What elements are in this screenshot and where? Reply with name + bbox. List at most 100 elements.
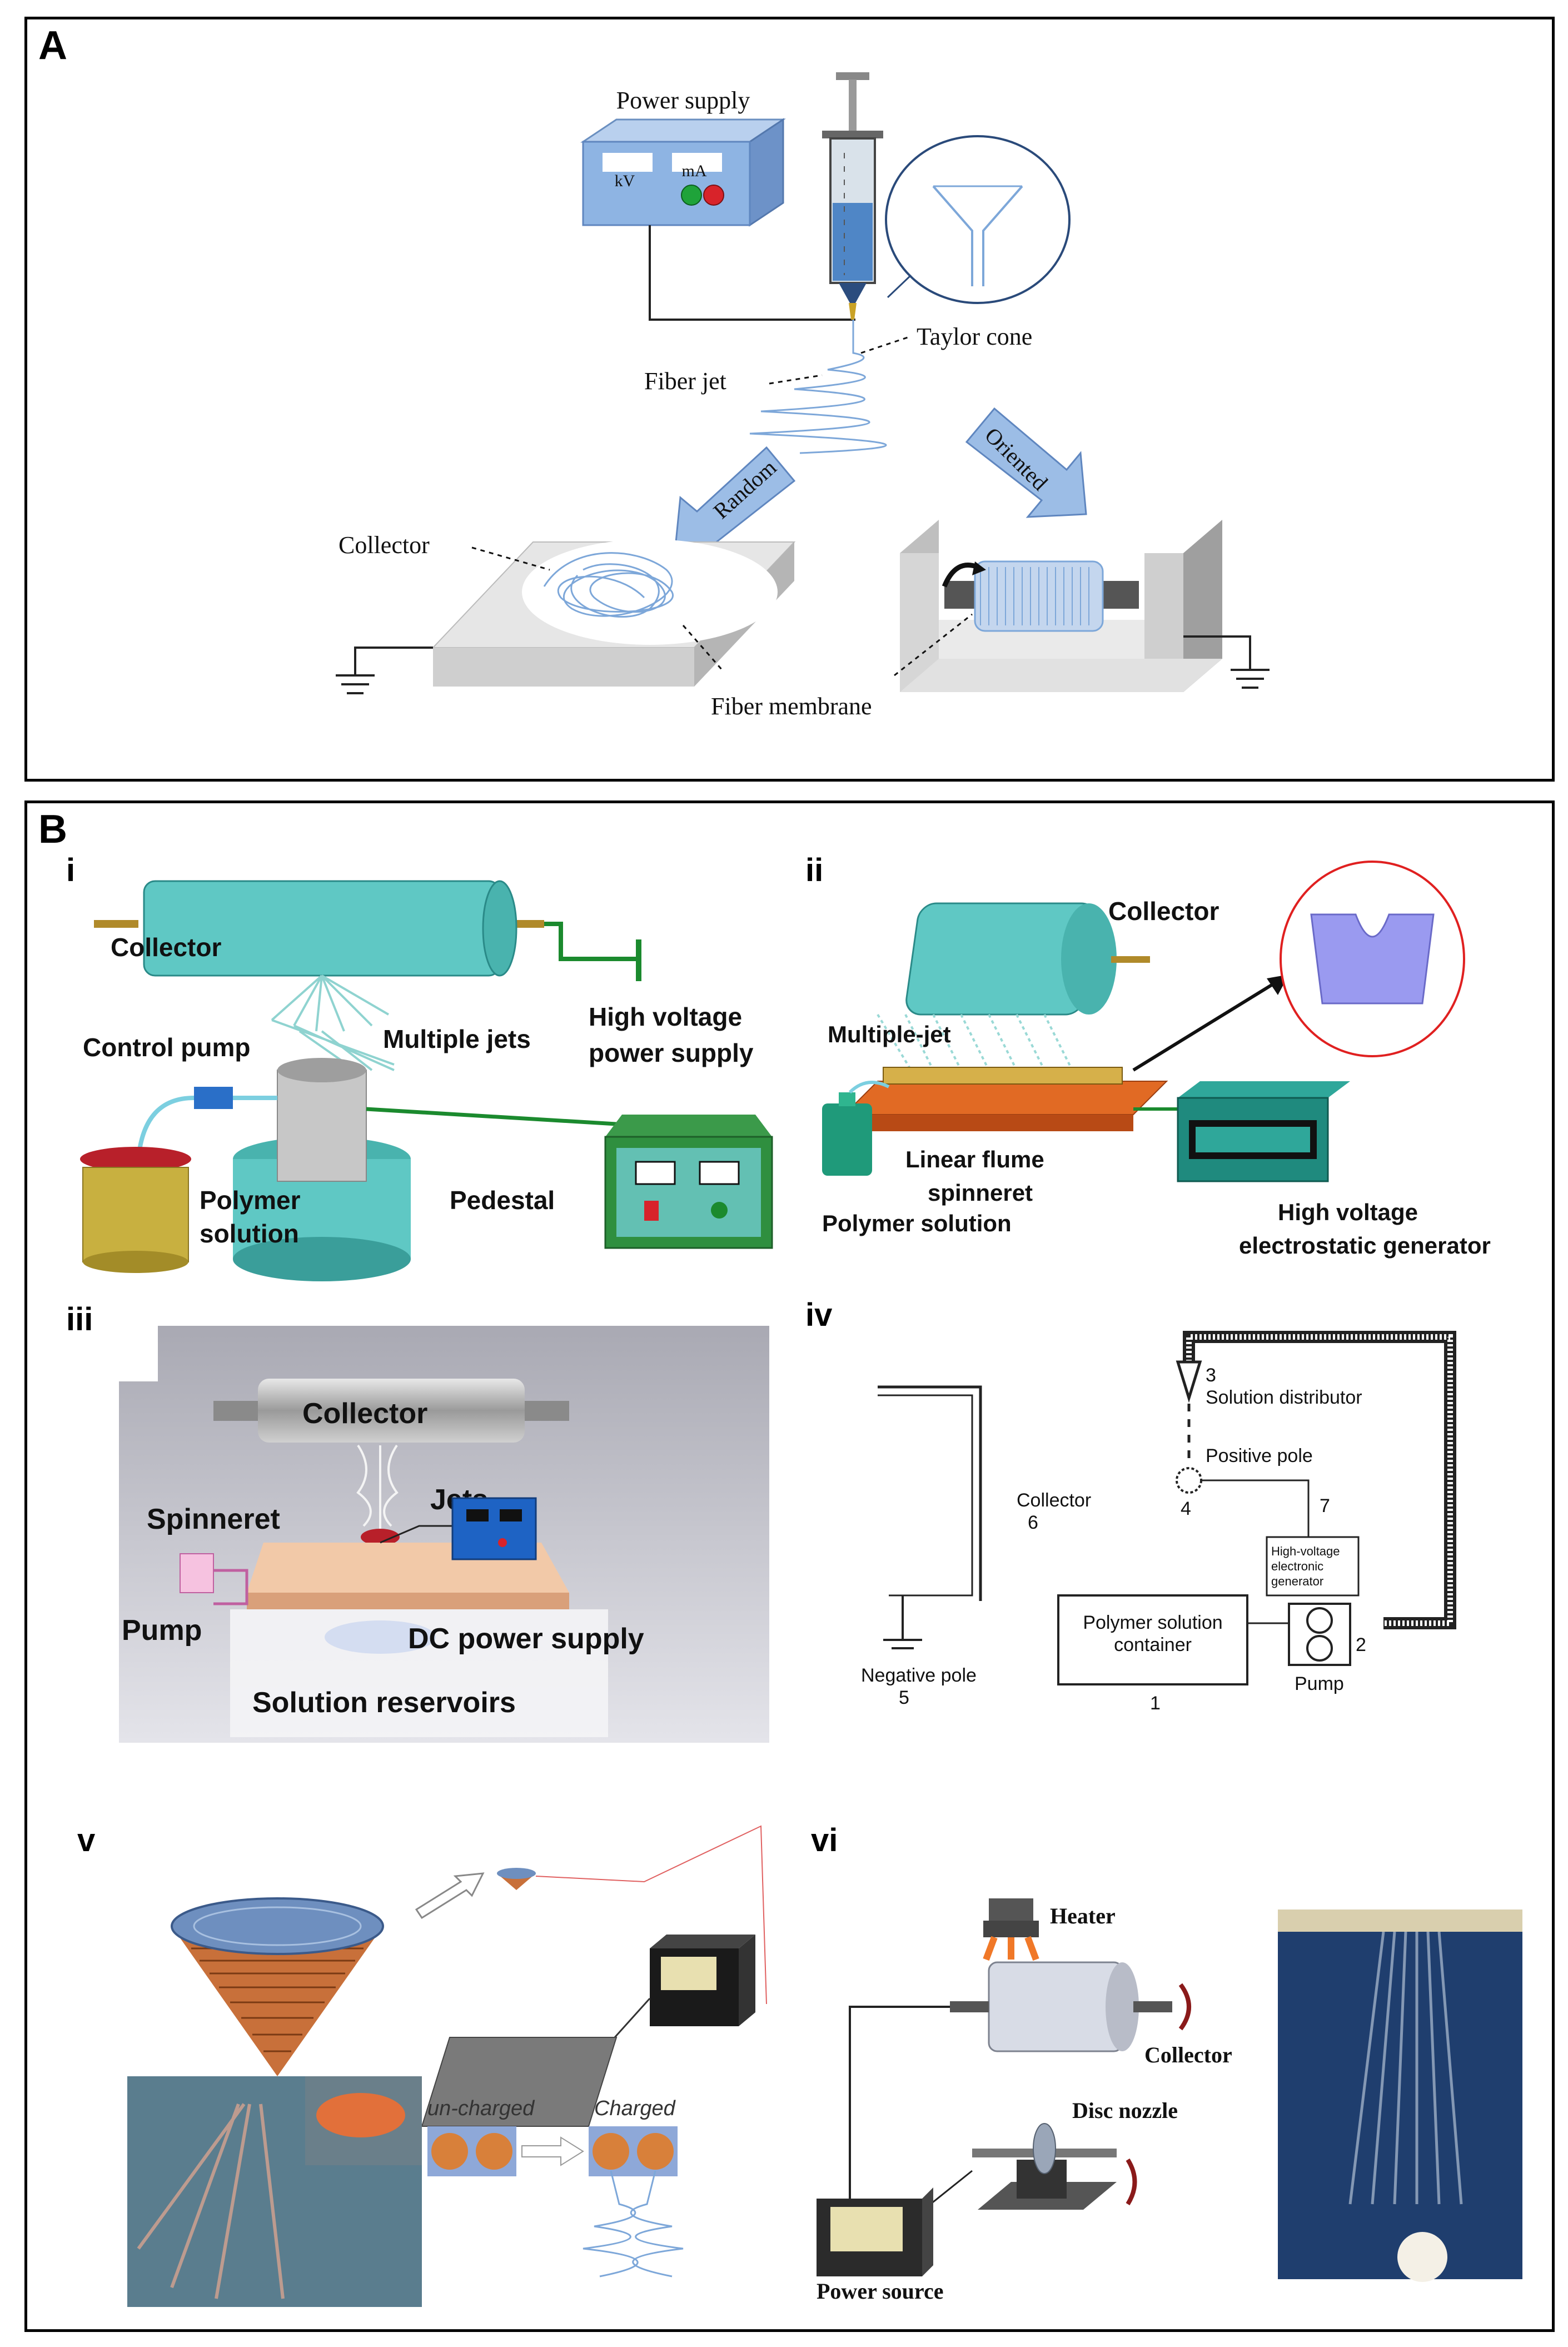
wire-vi — [849, 2006, 950, 2226]
negative-pole-label-iv: Negative pole — [861, 1665, 977, 1686]
pedestal-i — [233, 1058, 411, 1281]
flat-collector — [431, 539, 796, 687]
solution-distributor-iv — [1176, 1360, 1202, 1403]
diagram-iii: Collector Jets Spinneret Pump DC power s… — [119, 1326, 769, 1743]
hv-generator-iv — [1266, 1536, 1360, 1597]
random-fiber-mat — [543, 552, 674, 618]
power-supply-box — [580, 118, 786, 227]
label-i: i — [66, 852, 75, 888]
pump-label-iv: Pump — [1295, 1673, 1344, 1694]
collector-label-iii: Collector — [302, 1398, 427, 1430]
n7-iv: 7 — [1320, 1495, 1330, 1516]
n4-iv: 4 — [1181, 1498, 1191, 1519]
multiple-jets-label-i: Multiple jets — [383, 1025, 531, 1053]
ground-right — [1183, 635, 1270, 689]
hv-label2-i: power supply — [589, 1038, 754, 1067]
collector-label-vi: Collector — [1144, 2042, 1232, 2067]
container-label1-iv: Polymer solution — [1083, 1612, 1222, 1633]
reservoirs-label-iii: Solution reservoirs — [252, 1687, 516, 1719]
label-vi: vi — [811, 1822, 838, 1858]
magnified-flume-ii — [1280, 861, 1465, 1057]
collector-label-iv: Collector — [1017, 1490, 1091, 1511]
diagram-ii: ii Collector Multiple-jet Linear flume s… — [805, 852, 1491, 1259]
hv-wire-iv — [1201, 1479, 1310, 1537]
panel-b: B i Collector Multiple jets Pedestal Con… — [24, 800, 1555, 2332]
jets-iii — [356, 1444, 399, 1531]
hv-gen-label3-iv: generator — [1271, 1574, 1323, 1588]
panel-a: A Power supply kV mA — [24, 17, 1555, 782]
charged-droplet-1-v — [593, 2133, 629, 2170]
hv-label1-ii: High voltage — [1278, 1199, 1418, 1225]
collector-drum-i — [94, 880, 544, 977]
pump-label-iii: Pump — [122, 1614, 202, 1647]
n6-iv: 6 — [1028, 1512, 1038, 1533]
panel-a-diagram: Power supply kV mA Taylor cone Fiber j — [336, 72, 1270, 720]
charged-jets-v — [583, 2170, 684, 2278]
collector-drum-iii — [213, 1379, 569, 1443]
label-ii: ii — [805, 852, 823, 888]
n5-iv: 5 — [899, 1687, 909, 1708]
ground-wire-i — [544, 922, 639, 961]
label-iv: iv — [805, 1297, 832, 1333]
ground-left — [336, 647, 433, 694]
cone-spinneret-v — [171, 1897, 384, 2076]
panel-a-label: A — [38, 23, 67, 68]
polymer-label2-i: solution — [200, 1219, 299, 1248]
power-source-vi — [817, 2187, 933, 2276]
diagram-v: v un-charged Charged — [77, 1822, 767, 2307]
syringe — [822, 72, 883, 320]
polymer-container-iv — [1057, 1594, 1248, 1685]
linear-label2-ii: spinneret — [928, 1180, 1033, 1206]
label-v: v — [77, 1822, 95, 1858]
positive-pole-label-iv: Positive pole — [1206, 1445, 1313, 1466]
collector-plate-inner-iv — [878, 1394, 973, 1597]
hv-label2-ii: electrostatic generator — [1239, 1232, 1491, 1259]
pump-iii — [180, 1553, 248, 1605]
linear-label1-ii: Linear flume — [905, 1146, 1044, 1172]
disc-nozzle-label-vi: Disc nozzle — [1072, 2098, 1178, 2123]
fiber-jet — [749, 320, 887, 454]
uncharged-droplet-1-v — [431, 2133, 468, 2170]
uncharged-label-v: un-charged — [427, 2097, 535, 2120]
collector-plate-v — [421, 2037, 618, 2127]
taylor-cone-magnifier — [885, 135, 1071, 304]
pump-iv — [1288, 1603, 1351, 1666]
power-source-label-vi: Power source — [817, 2279, 943, 2304]
power-supply-label: Power supply — [616, 87, 750, 114]
spinneret-iii — [361, 1529, 400, 1545]
oriented-arrow: Oriented — [965, 407, 1087, 518]
collector-drum-vi — [950, 1961, 1191, 2052]
container-label2-iv: container — [1114, 1634, 1192, 1655]
polymer-label-ii: Polymer solution — [822, 1210, 1012, 1236]
dc-power-label-iii: DC power supply — [408, 1623, 644, 1655]
fiber-jet-label: Fiber jet — [644, 367, 726, 395]
control-pump-label-i: Control pump — [83, 1033, 251, 1062]
solution-distributor-label-iv: Solution distributor — [1206, 1387, 1362, 1408]
collector-label-ii: Collector — [1108, 897, 1219, 926]
n1-iv: 1 — [1150, 1693, 1161, 1714]
control-pump-i — [194, 1087, 233, 1109]
linear-flume-ii — [843, 1067, 1168, 1131]
collector-plate-iv — [878, 1385, 982, 1601]
ma-label: mA — [682, 162, 707, 180]
charge-arrow-v — [521, 2136, 584, 2166]
positive-pole-iv — [1176, 1467, 1202, 1494]
n2-iv: 2 — [1356, 1634, 1366, 1655]
multiple-jets-i — [271, 974, 395, 1071]
polymer-label1-i: Polymer — [200, 1186, 301, 1215]
tube-i — [136, 1096, 277, 1160]
hv-gen-label1-iv: High-voltage — [1271, 1544, 1340, 1558]
pointer-arrow-ii — [1132, 979, 1279, 1072]
fiber-membrane-label: Fiber membrane — [711, 693, 872, 720]
kv-label: kV — [615, 172, 635, 190]
pedestal-label-i: Pedestal — [450, 1186, 555, 1215]
hv-wire-v — [535, 1825, 767, 2005]
collector-drum-ii — [905, 902, 1150, 1016]
heater-label-vi: Heater — [1050, 1903, 1116, 1928]
multiple-jet-label-ii: Multiple-jet — [828, 1021, 951, 1047]
dc-power-supply-iii — [380, 1497, 537, 1560]
polymer-bottle-ii — [822, 1081, 890, 1176]
hv-power-supply-i — [604, 1115, 773, 1249]
polymer-beaker-i — [80, 1147, 191, 1273]
hv-wire — [649, 225, 855, 321]
